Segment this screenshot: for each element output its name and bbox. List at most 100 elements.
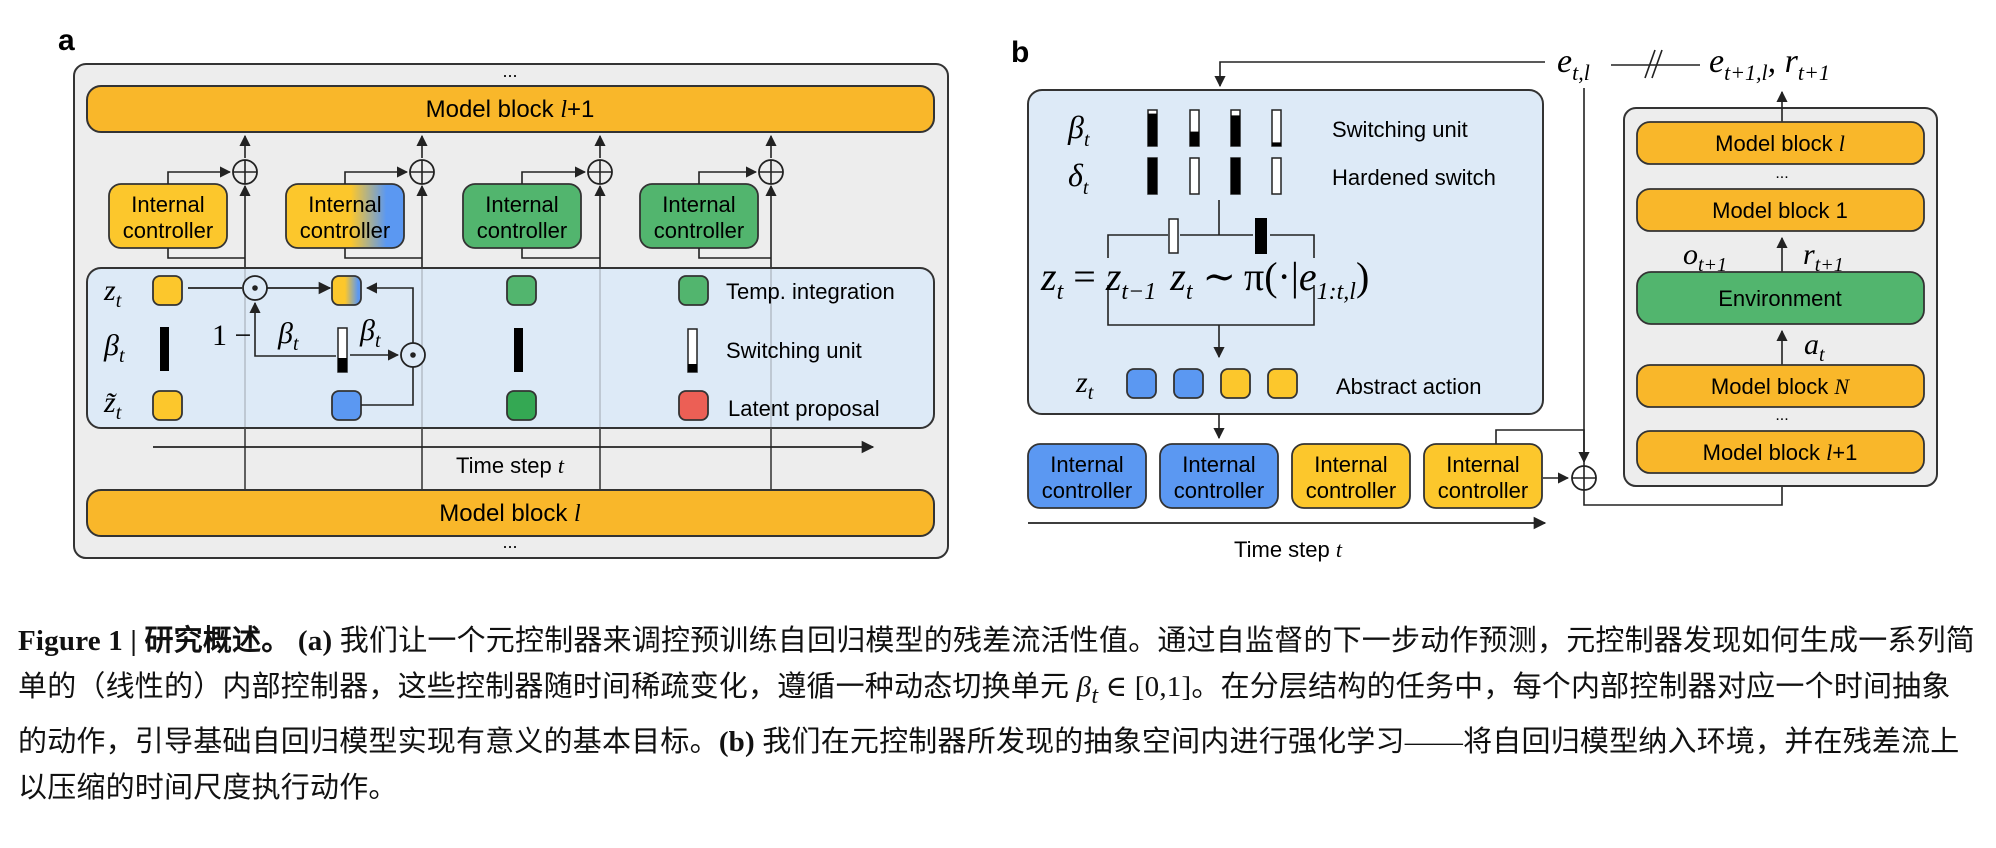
controller-label-line1: Internal [1182, 452, 1255, 477]
latent-state-box [86, 267, 935, 429]
controller-label-line2: controller [1042, 478, 1132, 503]
panel-b: b et,l et+1,l, rt+1 βt δt Switching unit… [1011, 36, 1938, 562]
abstract-action-token-3 [1220, 368, 1251, 399]
caption-figure-label: Figure 1 | 研究概述。 [18, 625, 291, 657]
legend-label-latent-proposal: Latent proposal [728, 396, 880, 421]
r-next-label: rt+1 [1803, 238, 1844, 276]
stack-model-block-N [1636, 364, 1925, 408]
delta-row-switch-1 [1147, 157, 1158, 195]
panel-b-letter: b [1011, 36, 1029, 69]
caption-beta-sub: t [1091, 681, 1099, 709]
stack-ellipsis-2: ... [1775, 407, 1788, 424]
stack-ellipsis-1: ... [1775, 165, 1788, 182]
row-label-ztilde: z̃t [103, 386, 122, 424]
row-label-beta: βt [103, 329, 125, 367]
caption-part-a-text: 我们让一个元控制器来调控预训练自回归模型的残差流活性值。通过自监督的下一步动作预… [18, 625, 1975, 703]
beta-row-switch-2 [1189, 109, 1200, 147]
ztilde-token-2 [331, 390, 362, 421]
stack-model-block-l-plus-1-label: Model block l+1 [1703, 440, 1858, 465]
beta-bar-3 [514, 328, 523, 372]
controller-label-line2: controller [477, 218, 567, 243]
abstract-action-row-label: zt [1075, 366, 1094, 404]
legend-swatch-temp-integration [678, 275, 709, 306]
abstract-action-token-1 [1126, 368, 1157, 399]
o-next-label: ot+1 [1683, 238, 1727, 276]
controller-label-line1: Internal [662, 192, 735, 217]
delta-row-switch-2 [1189, 157, 1200, 195]
delta-row-switch-3 [1230, 157, 1241, 195]
controller-label-line1: Internal [308, 192, 381, 217]
stack-model-block-l-label: Model block l [1715, 131, 1845, 156]
model-block-l-plus-1 [86, 85, 935, 133]
z-token-mixed [331, 275, 362, 306]
figure-caption: Figure 1 | 研究概述。 (a) 我们让一个元控制器来调控预训练自回归模… [18, 618, 1978, 811]
switching-unit-label-b: Switching unit [1332, 117, 1468, 142]
controller-label-line1: Internal [1050, 452, 1123, 477]
controller-label-line1: Internal [131, 192, 204, 217]
caption-part-b-text: 我们在元控制器所发现的抽象空间内进行强化学习——将自回归模型纳入环境，并在残差流… [18, 725, 1960, 804]
abstract-action-token-2 [1173, 368, 1204, 399]
controller-label-line2: controller [123, 218, 213, 243]
z-token-1 [152, 275, 183, 306]
ellipsis-top: ... [502, 61, 517, 81]
delta-row-switch-4 [1271, 157, 1282, 195]
environment-label: Environment [1718, 286, 1842, 311]
legend-label-temp-integration: Temp. integration [726, 279, 895, 304]
model-block-l-plus-1-label: Model block l+1 [426, 96, 595, 123]
eq-switch-closed [1255, 218, 1267, 254]
controller-label-line2: controller [1306, 478, 1396, 503]
stack-model-block-l-plus-1 [1636, 430, 1925, 474]
stack-model-block-1 [1636, 188, 1925, 232]
legend-swatch-latent-proposal [678, 390, 709, 421]
ellipsis-bottom: ... [502, 532, 517, 552]
eq-switch-open [1168, 218, 1179, 254]
panel-a: a ... Model block l+1 Internalcontroller… [58, 24, 949, 559]
panel-a-letter: a [58, 24, 75, 57]
ztilde-token-3 [506, 390, 537, 421]
controller-label-line2: controller [300, 218, 390, 243]
delta-row-label: δt [1068, 157, 1089, 199]
caption-part-b-label: (b) [718, 725, 755, 758]
hardened-switch-label: Hardened switch [1332, 165, 1496, 190]
beta-row-switch-1 [1147, 109, 1158, 147]
model-block-l-label: Model block l [439, 500, 581, 527]
row-label-z: zt [103, 274, 122, 312]
stack-model-block-1-label: Model block 1 [1712, 198, 1848, 223]
abstract-action-label: Abstract action [1336, 374, 1482, 399]
e-next-r-next-label: et+1,l, rt+1 [1709, 43, 1830, 85]
time-axis-a-label: Time step t [456, 453, 565, 478]
controller-label-line1: Internal [485, 192, 558, 217]
beta-row-switch-4 [1271, 109, 1282, 147]
controller-label-line1: Internal [1314, 452, 1387, 477]
stack-model-block-l [1636, 121, 1925, 165]
caption-part-a-text-2: ∈ [0,1]。在分层结构的任务中，每个内部控制器对应一个时间抽象的动作，引导基… [18, 671, 1951, 758]
ztilde-token-1 [152, 390, 183, 421]
controller-label-line2: controller [1174, 478, 1264, 503]
controller-label-line2: controller [1438, 478, 1528, 503]
beta-row-switch-3 [1230, 109, 1241, 147]
caption-beta-symbol: β [1076, 671, 1092, 703]
controller-label-line2: controller [654, 218, 744, 243]
legend-label-switching-unit: Switching unit [726, 338, 862, 363]
one-minus-label: 1 − [212, 319, 251, 352]
figure-1-diagram: a ... Model block l+1 Internalcontroller… [58, 24, 1938, 562]
environment-block [1636, 271, 1925, 325]
beta-row-label: βt [1067, 109, 1090, 151]
caption-part-a-label: (a) [297, 625, 333, 657]
stack-model-block-N-label: Model block N [1711, 374, 1851, 399]
controller-label-line1: Internal [1446, 452, 1519, 477]
model-block-l [86, 489, 935, 537]
a-t-label: at [1804, 328, 1825, 366]
z-token-3 [506, 275, 537, 306]
beta-bar-1 [160, 327, 169, 371]
time-axis-b-label: Time step t [1234, 537, 1343, 562]
